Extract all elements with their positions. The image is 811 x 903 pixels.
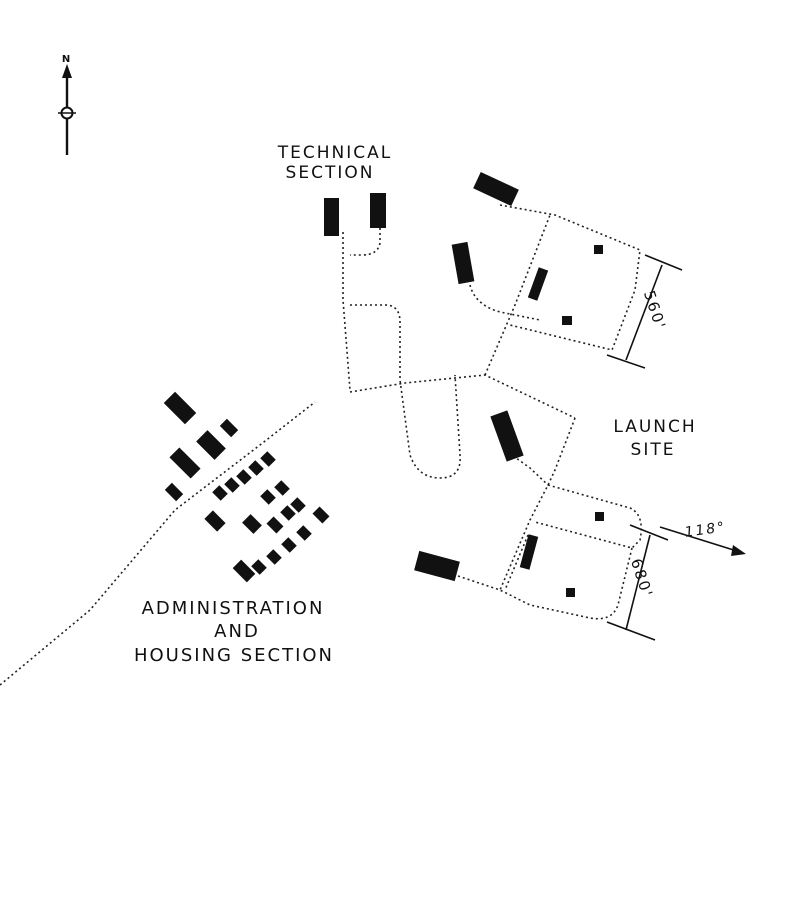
technical-loop-road bbox=[350, 304, 461, 479]
lower-pad-building bbox=[519, 534, 539, 570]
technical-section-label-line1: TECHNICAL bbox=[277, 143, 392, 163]
lower-pad-marker-2 bbox=[566, 588, 575, 597]
admin-section-label-line1: ADMINISTRATION bbox=[142, 598, 325, 619]
launch-building-center bbox=[490, 410, 524, 462]
launch-site-label-line1: LAUNCH bbox=[613, 417, 696, 437]
upper-pad-dimension bbox=[606, 254, 683, 369]
upper-pad-marker-1 bbox=[594, 245, 603, 254]
launch-site-label-line2: SITE bbox=[631, 440, 676, 460]
direction-label: 118° bbox=[684, 519, 728, 541]
north-arrow-icon bbox=[58, 64, 76, 155]
admin-section-label-line2: AND bbox=[214, 621, 260, 642]
north-label: N bbox=[62, 54, 72, 65]
lower-pad-dimension-label: 680' bbox=[627, 556, 657, 600]
launch-building-spine bbox=[527, 267, 549, 301]
lower-pad-loop bbox=[454, 547, 633, 620]
technical-road-main bbox=[342, 232, 351, 391]
tech-building-1 bbox=[324, 198, 339, 236]
access-road bbox=[0, 401, 316, 686]
tech-building-2 bbox=[370, 193, 386, 228]
cross-road bbox=[349, 374, 576, 419]
lower-pad-fence bbox=[534, 484, 643, 549]
upper-pad-marker-2 bbox=[562, 316, 572, 325]
technical-road-hook bbox=[350, 228, 381, 256]
launch-building-left bbox=[451, 241, 475, 285]
lower-pad-marker-1 bbox=[595, 512, 604, 521]
lower-pad-dimension bbox=[606, 524, 669, 641]
upper-pad-hook bbox=[469, 284, 541, 321]
upper-pad-fence bbox=[499, 204, 641, 351]
technical-section-label-line2: SECTION bbox=[286, 163, 375, 183]
launch-building-top bbox=[473, 171, 519, 207]
launch-building-bottom bbox=[414, 550, 460, 582]
spine-road bbox=[484, 214, 551, 376]
admin-section-label-line3: HOUSING SECTION bbox=[134, 645, 334, 666]
direction-arrow-icon bbox=[659, 526, 746, 556]
housing-buildings bbox=[163, 391, 330, 583]
